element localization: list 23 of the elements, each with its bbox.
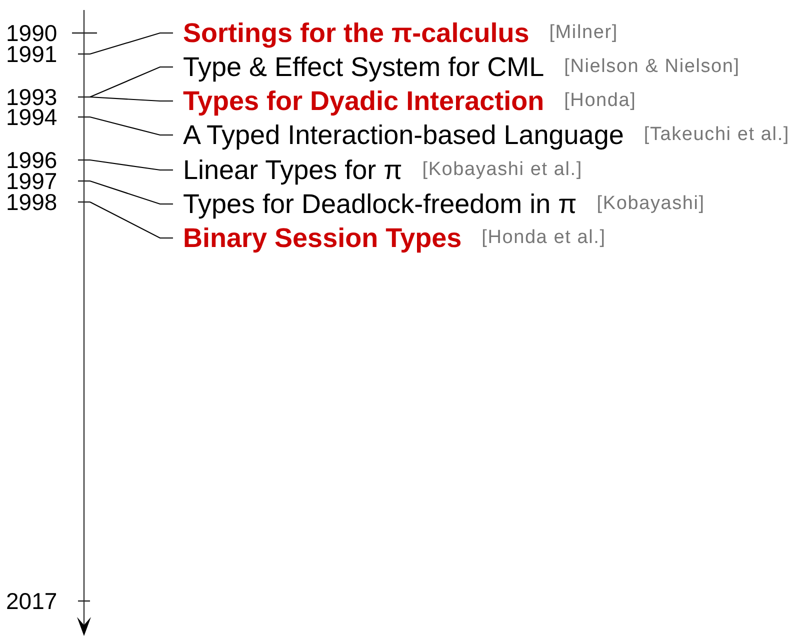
author-note: [Honda] xyxy=(564,90,636,112)
paper-title: A Typed Interaction-based Language xyxy=(183,120,624,150)
leader-line xyxy=(90,32,173,55)
author-note: [Takeuchi et al.] xyxy=(644,124,790,146)
author-note: [Honda et al.] xyxy=(482,227,606,249)
paper-title: Types for Dyadic Interaction xyxy=(183,86,544,116)
year-label: 2017 xyxy=(6,588,58,614)
paper-title: Type & Effect System for CML xyxy=(183,52,544,82)
year-label: 1993 xyxy=(6,84,58,110)
paper-title: Binary Session Types xyxy=(183,222,462,254)
leader-line xyxy=(90,159,173,171)
leader-line xyxy=(90,96,173,102)
leader-line xyxy=(90,116,173,136)
paper-title: Sortings for the π-calculus xyxy=(183,18,530,48)
leader-line xyxy=(90,202,173,239)
leader-line xyxy=(90,180,173,205)
author-note: [Kobayashi] xyxy=(596,193,705,215)
author-note: [Nielson & Nielson] xyxy=(564,56,740,78)
author-note: [Milner] xyxy=(549,22,618,44)
author-note: [Kobayashi et al.] xyxy=(422,159,582,181)
paper-title: Linear Types for π xyxy=(183,154,402,186)
paper-title: Types for Deadlock-freedom in π xyxy=(183,188,577,220)
leader-line xyxy=(90,66,173,98)
